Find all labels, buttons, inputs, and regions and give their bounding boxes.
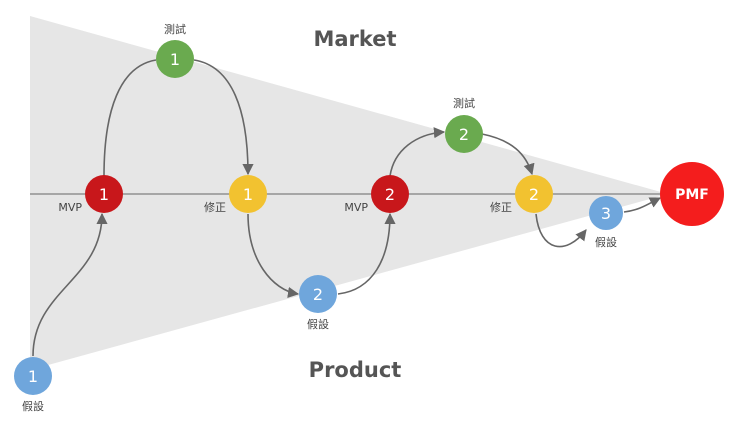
arrow-mvp1-to-test1 (103, 59, 157, 177)
hypothesis-2-label: 假設 (307, 317, 329, 331)
mvp-1-node (85, 175, 123, 213)
revise-2-label: 修正 (490, 200, 512, 214)
hypothesis-2-number: 2 (313, 285, 323, 304)
arrow-hypothesis2-to-mvp2 (337, 212, 396, 295)
arrow-test1-to-revise1 (193, 59, 254, 176)
hypothesis-3-node (589, 196, 623, 230)
revise-1-number: 1 (243, 185, 253, 204)
test-1-number: 1 (170, 50, 180, 69)
arrow-revise1-to-hypothesis2 (247, 213, 300, 298)
hypothesis-1-label: 假設 (22, 399, 44, 413)
arrow-hypothesis1-to-mvp1 (32, 212, 108, 357)
mvp-2-number: 2 (385, 185, 395, 204)
mvp-1-number: 1 (99, 185, 109, 204)
test-2-number: 2 (459, 125, 469, 144)
mvp-1-label: MVP (58, 201, 82, 214)
hypothesis-2-node (299, 275, 337, 313)
test-2-label: 測試 (453, 96, 475, 110)
revise-1-label: 修正 (204, 200, 226, 214)
test-1-label: 測試 (164, 22, 186, 36)
mvp-2-node (371, 175, 409, 213)
revise-2-number: 2 (529, 185, 539, 204)
pmf-node (660, 162, 724, 226)
revise-2-node (515, 175, 553, 213)
product-heading: Product (309, 358, 402, 382)
hypothesis-1-node (14, 357, 52, 395)
arrow-hypothesis3-to-pmf (623, 197, 662, 213)
test-2-node (445, 115, 483, 153)
mvp-2-label: MVP (344, 201, 368, 214)
market-heading: Market (313, 27, 396, 51)
hypothesis-1-number: 1 (28, 367, 38, 386)
revise-1-node (229, 175, 267, 213)
arrow-mvp2-to-test2 (389, 127, 446, 177)
pmf-label: PMF (675, 187, 709, 203)
arrow-revise2-to-hypothesis3 (535, 213, 587, 248)
hypothesis-3-label: 假設 (595, 235, 617, 249)
test-1-node (156, 40, 194, 78)
funnel-shape (30, 16, 668, 370)
arrow-test2-to-revise2 (481, 133, 535, 176)
hypothesis-3-number: 3 (601, 204, 611, 223)
